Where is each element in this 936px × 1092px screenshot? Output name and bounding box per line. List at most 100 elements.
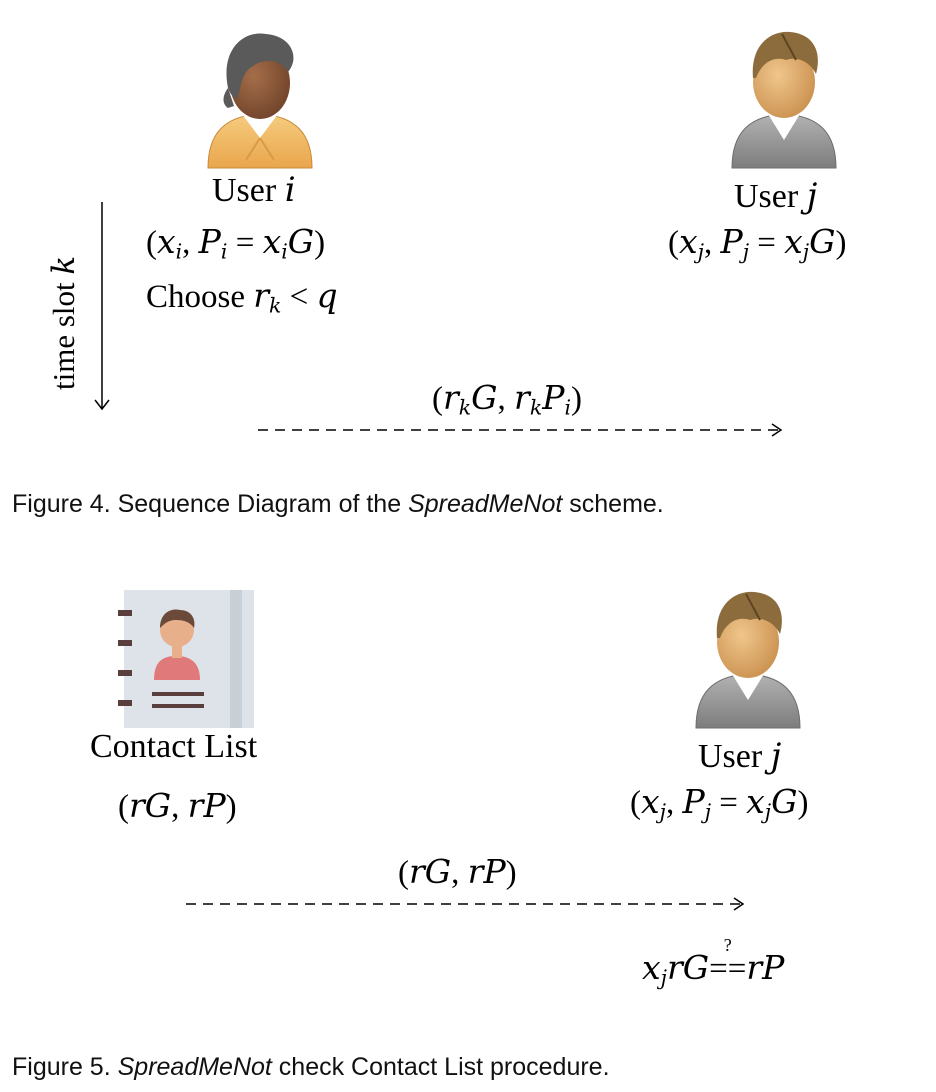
var-x: x: [784, 222, 803, 261]
comma: ,: [497, 381, 515, 417]
paren-open: (: [432, 381, 443, 417]
figure5-caption: Figure 5. SpreadMeNot check Contact List…: [12, 1053, 610, 1082]
var-P: P: [682, 782, 705, 821]
caption-suffix: check Contact List procedure.: [271, 1053, 610, 1081]
var-rG: rG: [666, 948, 710, 987]
sub-j: j: [704, 799, 712, 824]
var-x: x: [157, 222, 176, 261]
paren-open: (: [630, 785, 641, 821]
message-fig5: (rG, rP): [398, 852, 517, 892]
paren-close: ): [505, 855, 517, 891]
paren-close: ): [314, 225, 326, 261]
contact-list-label: Contact List: [90, 728, 258, 765]
var-x: x: [746, 782, 765, 821]
var-r: r: [129, 786, 145, 825]
time-slot-text: time slot: [46, 274, 81, 390]
caption-prefix: Figure 5.: [12, 1053, 118, 1081]
user-j-label-var: j: [770, 736, 782, 776]
comma: ,: [703, 225, 721, 261]
var-x: x: [642, 948, 661, 987]
comma: ,: [665, 785, 683, 821]
paren-close: ): [835, 225, 847, 261]
question-mark: ?: [723, 935, 732, 955]
sub-k: k: [458, 395, 472, 420]
paren-close: ): [570, 381, 582, 417]
contact-list-value: (rG, rP): [118, 786, 237, 826]
time-slot-label: time slot k: [46, 256, 82, 390]
var-x: x: [641, 782, 660, 821]
caption-emph: SpreadMeNot: [117, 1053, 272, 1081]
paren-close: ): [797, 785, 809, 821]
equals: =: [711, 785, 747, 821]
paren-open: (: [398, 855, 409, 891]
sub-k: k: [269, 293, 282, 318]
paren-close: ): [225, 789, 237, 825]
var-rP: rP: [746, 948, 785, 987]
time-slot-var: k: [46, 255, 82, 275]
sub-j: j: [742, 239, 750, 264]
contact-list-icon: [118, 590, 254, 728]
user-i-keypair: (xi, Pi = xiG): [146, 222, 325, 262]
message-arrow-fig5: [186, 897, 745, 911]
var-x: x: [679, 222, 698, 261]
choose-text: Choose: [146, 279, 254, 315]
var-P: P: [542, 378, 565, 417]
sub-i: i: [220, 239, 228, 264]
user-j-label-var: j: [806, 176, 818, 216]
var-x: x: [262, 222, 282, 261]
var-G: G: [471, 378, 498, 417]
message-arrow-fig4: [258, 423, 783, 437]
var-P: P: [483, 852, 506, 891]
var-G: G: [771, 782, 798, 821]
var-q: q: [316, 276, 338, 315]
paren-open: (: [668, 225, 679, 261]
var-r: r: [467, 852, 484, 891]
paren-open: (: [118, 789, 129, 825]
user-j-label-text: User: [734, 178, 807, 215]
user-i-label-var: i: [284, 170, 296, 210]
question-equals: ? ==: [709, 935, 747, 988]
var-r: r: [409, 852, 425, 891]
sub-i: i: [281, 239, 288, 264]
less-than: <: [281, 279, 317, 315]
sub-i: i: [564, 395, 571, 420]
sub-j: j: [659, 799, 666, 824]
figure4-caption: Figure 4. Sequence Diagram of the Spread…: [12, 490, 664, 519]
sub-j: j: [764, 799, 772, 824]
user-j-avatar-icon: [731, 31, 837, 169]
caption-prefix: Figure 4. Sequence Diagram of the: [12, 490, 409, 518]
sub-j: j: [660, 965, 667, 990]
caption-emph: SpreadMeNot: [408, 490, 563, 518]
user-i-label: User i: [212, 170, 296, 210]
var-G: G: [144, 786, 172, 825]
var-G: G: [809, 222, 836, 261]
sub-i: i: [175, 239, 183, 264]
user-j-keypair-fig5: (xj, Pj = xjG): [630, 782, 809, 822]
message-fig4: (rkG, rkPi): [432, 378, 582, 418]
comma: ,: [451, 855, 468, 891]
var-r: r: [443, 378, 459, 417]
user-i-avatar-icon: [207, 33, 313, 169]
user-j-label-fig5: User j: [698, 736, 781, 776]
var-r: r: [253, 276, 270, 315]
var-G: G: [424, 852, 452, 891]
var-P: P: [198, 222, 221, 261]
comma: ,: [171, 789, 188, 825]
equals: =: [749, 225, 785, 261]
sub-k: k: [529, 395, 543, 420]
user-i-choose: Choose rk < q: [146, 276, 338, 316]
var-r: r: [187, 786, 204, 825]
sub-j: j: [697, 239, 704, 264]
caption-suffix: scheme.: [562, 490, 664, 518]
var-P: P: [203, 786, 226, 825]
var-G: G: [287, 222, 315, 261]
user-j-label: User j: [734, 176, 817, 216]
var-r: r: [514, 378, 530, 417]
sub-j: j: [802, 239, 810, 264]
user-j-avatar-icon: [695, 591, 801, 729]
user-i-label-text: User: [212, 172, 285, 209]
check-equation: xjrG? == rP: [642, 935, 785, 990]
double-equals: ==: [709, 951, 747, 987]
user-j-label-text: User: [698, 738, 771, 775]
comma: ,: [182, 225, 199, 261]
